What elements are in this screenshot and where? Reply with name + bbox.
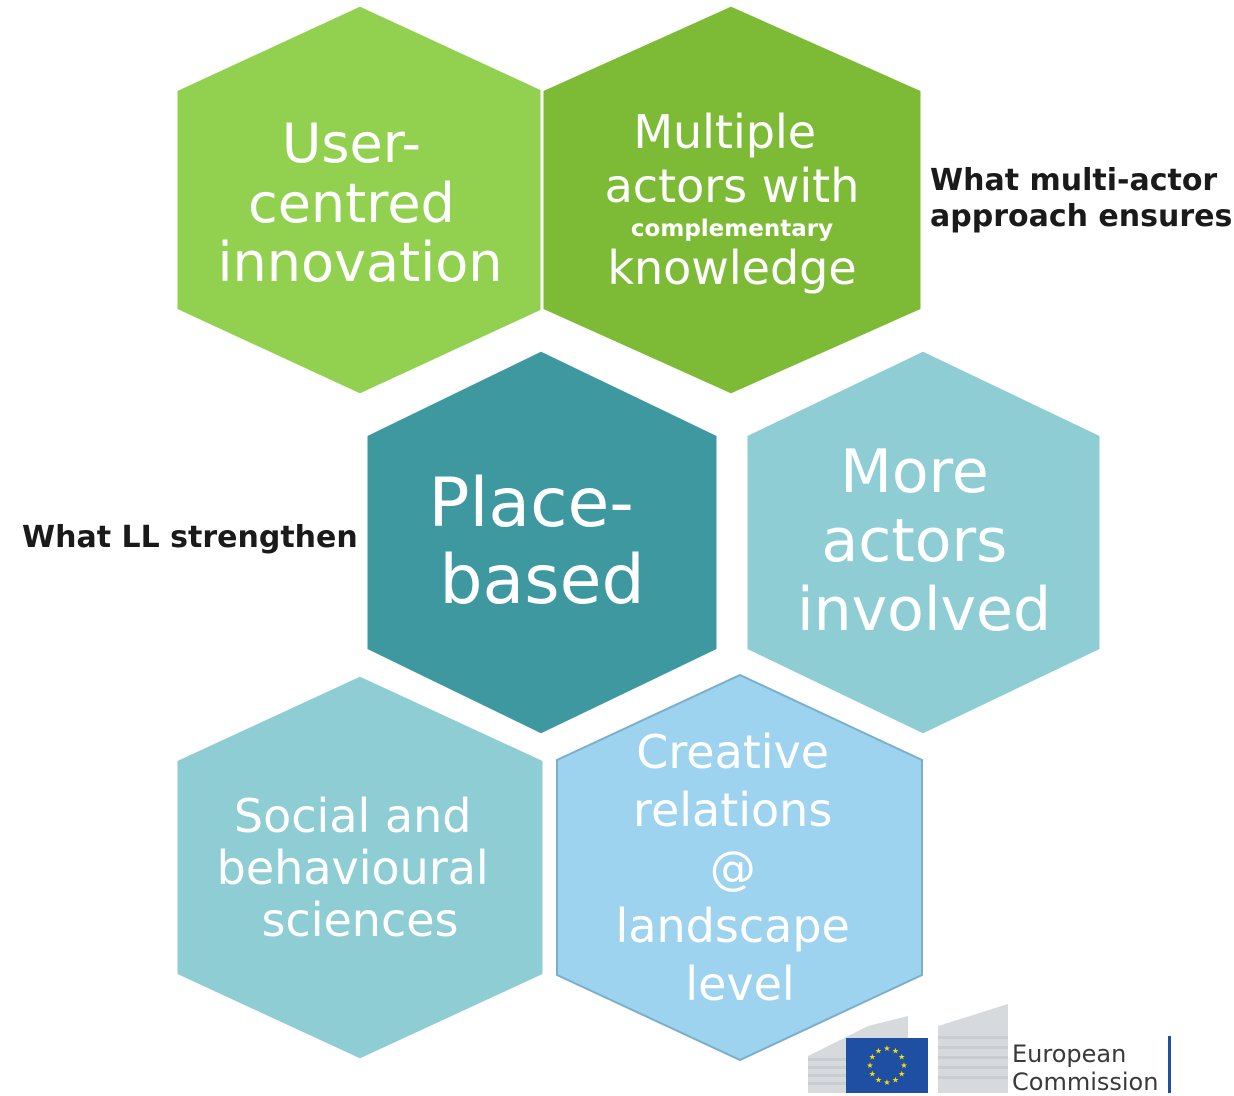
eu-star-icon: ★ xyxy=(875,1046,882,1055)
hex-text-line: User- xyxy=(282,112,421,175)
eu-star-icon: ★ xyxy=(869,1070,876,1079)
hex-text-line: actors xyxy=(822,506,1008,576)
hexagon-social-behavioural-sciences: Social and behavioural sciences xyxy=(174,673,546,1062)
svg-text:knowledge: knowledge xyxy=(607,241,856,295)
hex-text-line: Social and xyxy=(234,789,472,843)
eu-star-icon: ★ xyxy=(892,1046,899,1055)
hex-text-line: innovation xyxy=(218,231,503,294)
svg-text:Social and behavioural: Social and behavioural sciences xyxy=(217,789,504,947)
hexagon-place-based: Place- based xyxy=(364,348,720,737)
hexagon-multiple-actors: Multiple actors with complementary knowl… xyxy=(540,3,924,397)
hex-text-line: @ xyxy=(710,841,756,895)
eu-star-icon: ★ xyxy=(892,1076,899,1085)
svg-text:User- centred inno: User- centred innovation xyxy=(218,112,503,294)
logo-divider xyxy=(1168,1036,1171,1093)
ll-caption: What LL strengthen xyxy=(22,520,358,555)
hexagon-more-actors-involved: More actors involved xyxy=(744,348,1103,737)
eu-star-icon: ★ xyxy=(869,1053,876,1062)
hex-text-line: based xyxy=(439,541,644,620)
hex-text-line: knowledge xyxy=(607,241,856,295)
hex-text-line-small: complementary xyxy=(631,216,833,242)
hex-text-line: involved xyxy=(797,575,1051,645)
eu-star-icon: ★ xyxy=(883,1044,890,1053)
wordmark-line1: European xyxy=(1012,1040,1127,1068)
eu-star-icon: ★ xyxy=(900,1061,907,1070)
hex-text-line: relations xyxy=(633,783,832,837)
svg-text:More actors involv: More actors involved xyxy=(797,437,1051,645)
eu-star-icon: ★ xyxy=(898,1053,905,1062)
svg-text:Multiple actors with: Multiple actors with xyxy=(605,105,860,213)
hex-text-line: sciences xyxy=(261,893,458,947)
hex-text-line: level xyxy=(685,957,794,1011)
multi-actor-caption-line1: What multi-actor xyxy=(930,163,1218,198)
eu-star-icon: ★ xyxy=(875,1076,882,1085)
hex-text-line: Creative xyxy=(636,725,829,779)
hex-text-line: More xyxy=(840,437,989,507)
eu-flag-icon xyxy=(846,1038,928,1093)
hex-text-line: Multiple xyxy=(633,105,816,159)
hexagon-creative-relations: Creative relations @ landscape level xyxy=(556,673,923,1062)
hex-text-line: landscape xyxy=(616,899,850,953)
eu-star-icon: ★ xyxy=(898,1070,905,1079)
hex-text-line: actors with xyxy=(605,159,860,213)
eu-star-icon: ★ xyxy=(866,1061,873,1070)
multi-actor-caption: What multi-actor approach ensures xyxy=(930,163,1232,235)
hex-text-line: centred xyxy=(248,172,455,235)
eu-star-icon: ★ xyxy=(883,1078,890,1087)
wordmark-line2: Commission xyxy=(1012,1068,1159,1096)
european-commission-wordmark: European Commission xyxy=(1012,1040,1158,1096)
svg-text:Place- based: Place- based xyxy=(429,464,656,620)
hex-text-line: behavioural xyxy=(217,841,489,895)
european-commission-logo: ★★★★★★★★★★★★ xyxy=(808,1004,1171,1093)
svg-text:complementary: complementary xyxy=(631,216,833,242)
eu-stars: ★★★★★★★★★★★★ xyxy=(866,1044,907,1087)
multi-actor-caption-line2: approach ensures xyxy=(930,199,1233,234)
hexagon-user-centred-innovation: User- centred innovation xyxy=(174,3,546,397)
svg-text:Creative relations: Creative relations @ landscape level xyxy=(616,725,865,1011)
hex-text-line: Place- xyxy=(429,464,634,543)
